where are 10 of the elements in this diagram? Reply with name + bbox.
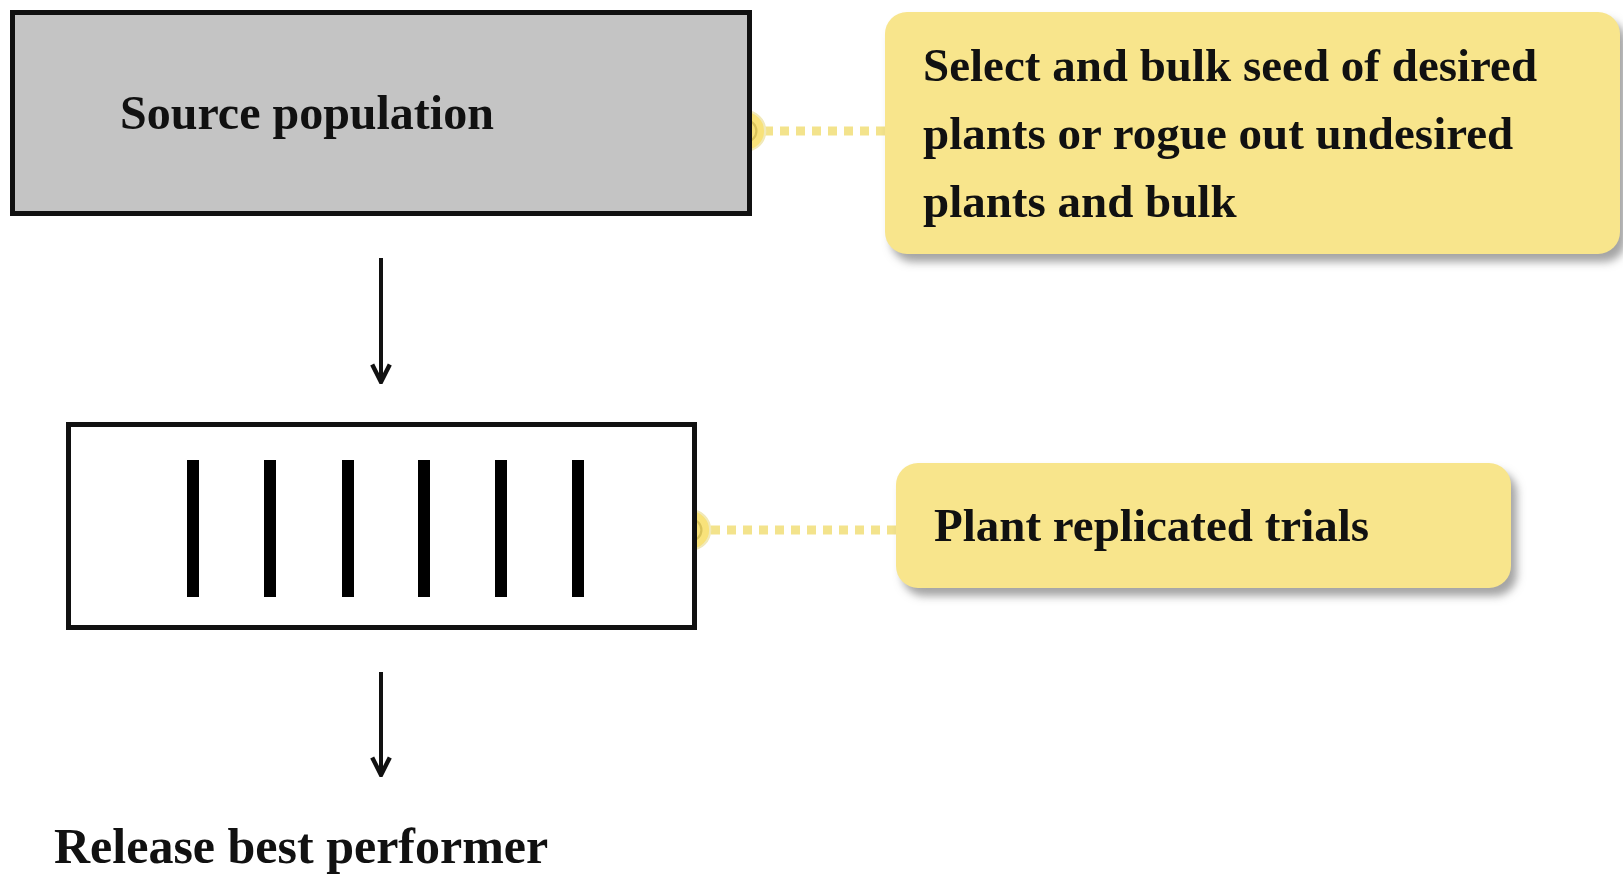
node-label: Source population [119, 85, 494, 142]
node-label: Plant replicated trials [934, 498, 1370, 554]
trial-plots-box [66, 422, 697, 630]
node-label: Release best performer [54, 817, 549, 876]
arrow [370, 672, 392, 778]
callout-box [896, 463, 1511, 588]
node-label: Select and bulk seed of desired plants or rogue out undesired plants and bulk [923, 37, 1539, 230]
process-box [10, 10, 752, 216]
callout-box [885, 12, 1620, 254]
arrow [370, 258, 392, 385]
